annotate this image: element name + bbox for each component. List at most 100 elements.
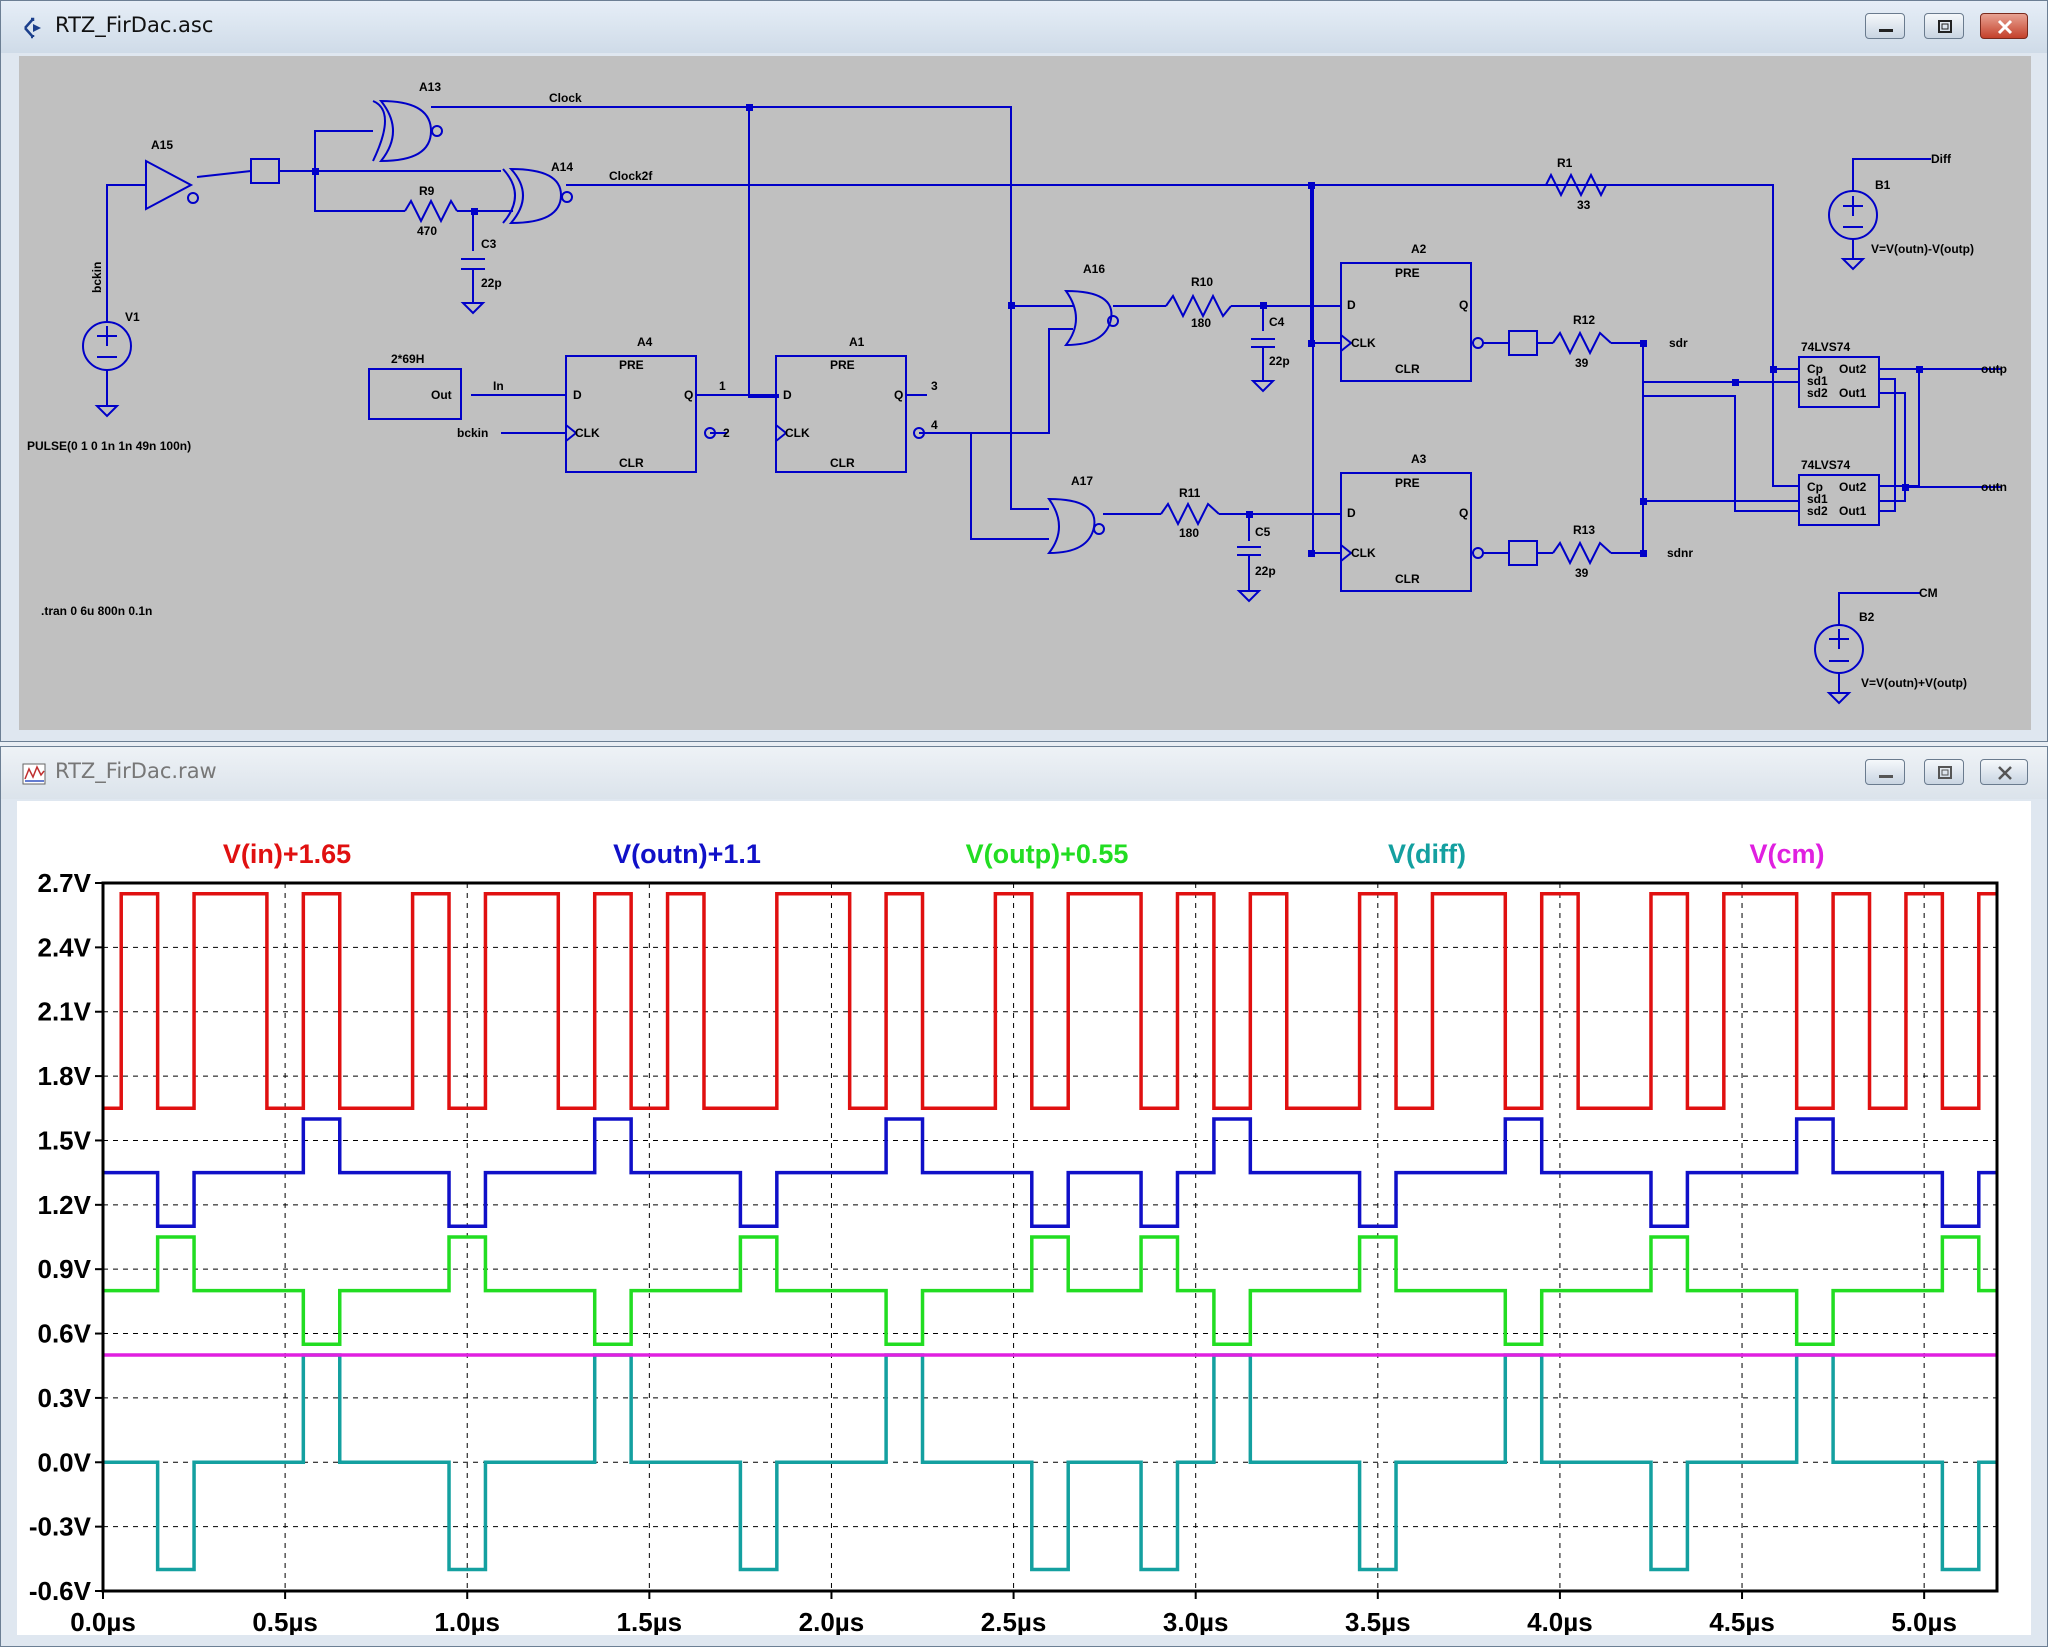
value-r10: 180 xyxy=(1191,316,1211,330)
wires xyxy=(82,99,2001,705)
b2-expression: V=V(outn)+V(outp) xyxy=(1861,676,1967,690)
tran-directive: .tran 0 6u 800n 0.1n xyxy=(41,604,152,618)
schematic-title: RTZ_FirDac.asc xyxy=(55,13,214,37)
value-r1: 33 xyxy=(1577,198,1591,212)
x-tick-label: 3.0µs xyxy=(1163,1607,1229,1635)
label-a15: A15 xyxy=(151,138,173,152)
label-a13: A13 xyxy=(419,80,441,94)
net-bckin: bckin xyxy=(90,262,104,293)
a4-d: D xyxy=(573,388,582,402)
legend-v-in-1-65[interactable]: V(in)+1.65 xyxy=(223,839,351,869)
net-outn: outn xyxy=(1981,480,2007,494)
b1-expression: V=V(outn)-V(outp) xyxy=(1871,242,1974,256)
y-axis-ticks: 2.7V2.4V2.1V1.8V1.5V1.2V0.9V0.6V0.3V0.0V… xyxy=(29,868,103,1606)
y-tick-label: 0.6V xyxy=(38,1319,92,1349)
value-c3: 22p xyxy=(481,276,502,290)
legend-v-cm-[interactable]: V(cm) xyxy=(1749,839,1824,869)
a2-clk: CLK xyxy=(1351,336,1376,350)
ic2-sd2: sd2 xyxy=(1807,504,1828,518)
legend-v-outn-1-1[interactable]: V(outn)+1.1 xyxy=(613,839,761,869)
y-tick-label: 2.1V xyxy=(38,997,92,1027)
a3-clk: CLK xyxy=(1351,546,1376,560)
net-bckin-2: bckin xyxy=(457,426,488,440)
schematic-titlebar[interactable]: RTZ_FirDac.asc xyxy=(1,1,2047,53)
close-icon xyxy=(1998,766,2012,780)
x-tick-label: 0.0µs xyxy=(70,1607,136,1635)
ic1-sd1: sd1 xyxy=(1807,374,1828,388)
waveform-plot[interactable]: 2.7V2.4V2.1V1.8V1.5V1.2V0.9V0.6V0.3V0.0V… xyxy=(17,801,2031,1635)
value-r9: 470 xyxy=(417,224,437,238)
trace-v-in-1-65 xyxy=(103,891,1997,1111)
net-1: 1 xyxy=(719,379,726,393)
a1-q: Q xyxy=(894,388,903,402)
close-button-2[interactable] xyxy=(1980,759,2028,785)
minimize-icon xyxy=(1879,29,1893,32)
a1-pre: PRE xyxy=(830,358,855,372)
label-a1: A1 xyxy=(849,335,865,349)
label-r13: R13 xyxy=(1573,523,1595,537)
maximize-button[interactable] xyxy=(1924,13,1964,39)
value-r12: 39 xyxy=(1575,356,1589,370)
y-tick-label: -0.3V xyxy=(29,1512,92,1542)
y-tick-label: 1.8V xyxy=(38,1061,92,1091)
y-tick-label: 2.7V xyxy=(38,868,92,898)
generator-out: Out xyxy=(431,388,452,402)
ic2-out2: Out2 xyxy=(1839,480,1867,494)
restore-icon xyxy=(1938,20,1952,33)
x-tick-label: 5.0µs xyxy=(1891,1607,1957,1635)
y-tick-label: 0.3V xyxy=(38,1383,92,1413)
net-sdr: sdr xyxy=(1669,336,1688,350)
a2-q: Q xyxy=(1459,298,1468,312)
y-tick-label: 2.4V xyxy=(38,932,92,962)
x-tick-label: 2.5µs xyxy=(981,1607,1047,1635)
schematic-background xyxy=(19,56,2031,730)
legend-v-diff-[interactable]: V(diff) xyxy=(1388,839,1466,869)
label-r11: R11 xyxy=(1179,486,1201,500)
net-clock2f: Clock2f xyxy=(609,169,653,183)
schematic-canvas[interactable]: A15 A13 A14 A16 A17 A4 A1 A2 A3 Clock Cl… xyxy=(19,56,2031,730)
restore-icon xyxy=(1938,766,1952,779)
net-4: 4 xyxy=(931,418,938,432)
label-r9: R9 xyxy=(419,184,435,198)
label-c3: C3 xyxy=(481,237,497,251)
x-tick-label: 1.5µs xyxy=(617,1607,683,1635)
minimize-icon xyxy=(1879,775,1893,778)
minimize-button[interactable] xyxy=(1865,13,1905,39)
label-b1: B1 xyxy=(1875,178,1891,192)
ltspice-schematic-icon xyxy=(24,17,41,39)
a3-clr: CLR xyxy=(1395,572,1420,586)
ic2-cp: Cp xyxy=(1807,480,1823,494)
ic1-out2: Out2 xyxy=(1839,362,1867,376)
net-clock: Clock xyxy=(549,91,582,105)
schematic-window[interactable]: RTZ_FirDac.asc xyxy=(0,0,2048,742)
ic1-label: 74LVS74 xyxy=(1801,340,1850,354)
plot-legend: V(in)+1.65 V(outn)+1.1 V(outp)+0.55 V(diff)… xyxy=(223,839,1825,869)
y-tick-label: 0.9V xyxy=(38,1254,92,1284)
a3-pre: PRE xyxy=(1395,476,1420,490)
label-c5: C5 xyxy=(1255,525,1271,539)
trace-v-diff- xyxy=(103,1353,1997,1572)
value-r11: 180 xyxy=(1179,526,1199,540)
label-r10: R10 xyxy=(1191,275,1213,289)
maximize-button-2[interactable] xyxy=(1924,759,1964,785)
label-a14: A14 xyxy=(551,160,573,174)
a4-clk: CLK xyxy=(575,426,600,440)
label-a4: A4 xyxy=(637,335,653,349)
x-tick-label: 4.0µs xyxy=(1527,1607,1593,1635)
pulse-directive: PULSE(0 1 0 1n 1n 49n 100n) xyxy=(27,439,191,453)
a3-d: D xyxy=(1347,506,1356,520)
minimize-button-2[interactable] xyxy=(1865,759,1905,785)
ltspice-waveform-icon xyxy=(22,763,46,785)
plot-background xyxy=(17,801,2031,1635)
legend-v-outp-0-55[interactable]: V(outp)+0.55 xyxy=(966,839,1129,869)
value-c5: 22p xyxy=(1255,564,1276,578)
a1-d: D xyxy=(783,388,792,402)
a1-clk: CLK xyxy=(785,426,810,440)
a4-q: Q xyxy=(684,388,693,402)
waveform-titlebar[interactable]: RTZ_FirDac.raw xyxy=(1,747,2047,799)
x-tick-label: 1.0µs xyxy=(434,1607,500,1635)
close-button[interactable] xyxy=(1980,13,2028,39)
label-r12: R12 xyxy=(1573,313,1595,327)
